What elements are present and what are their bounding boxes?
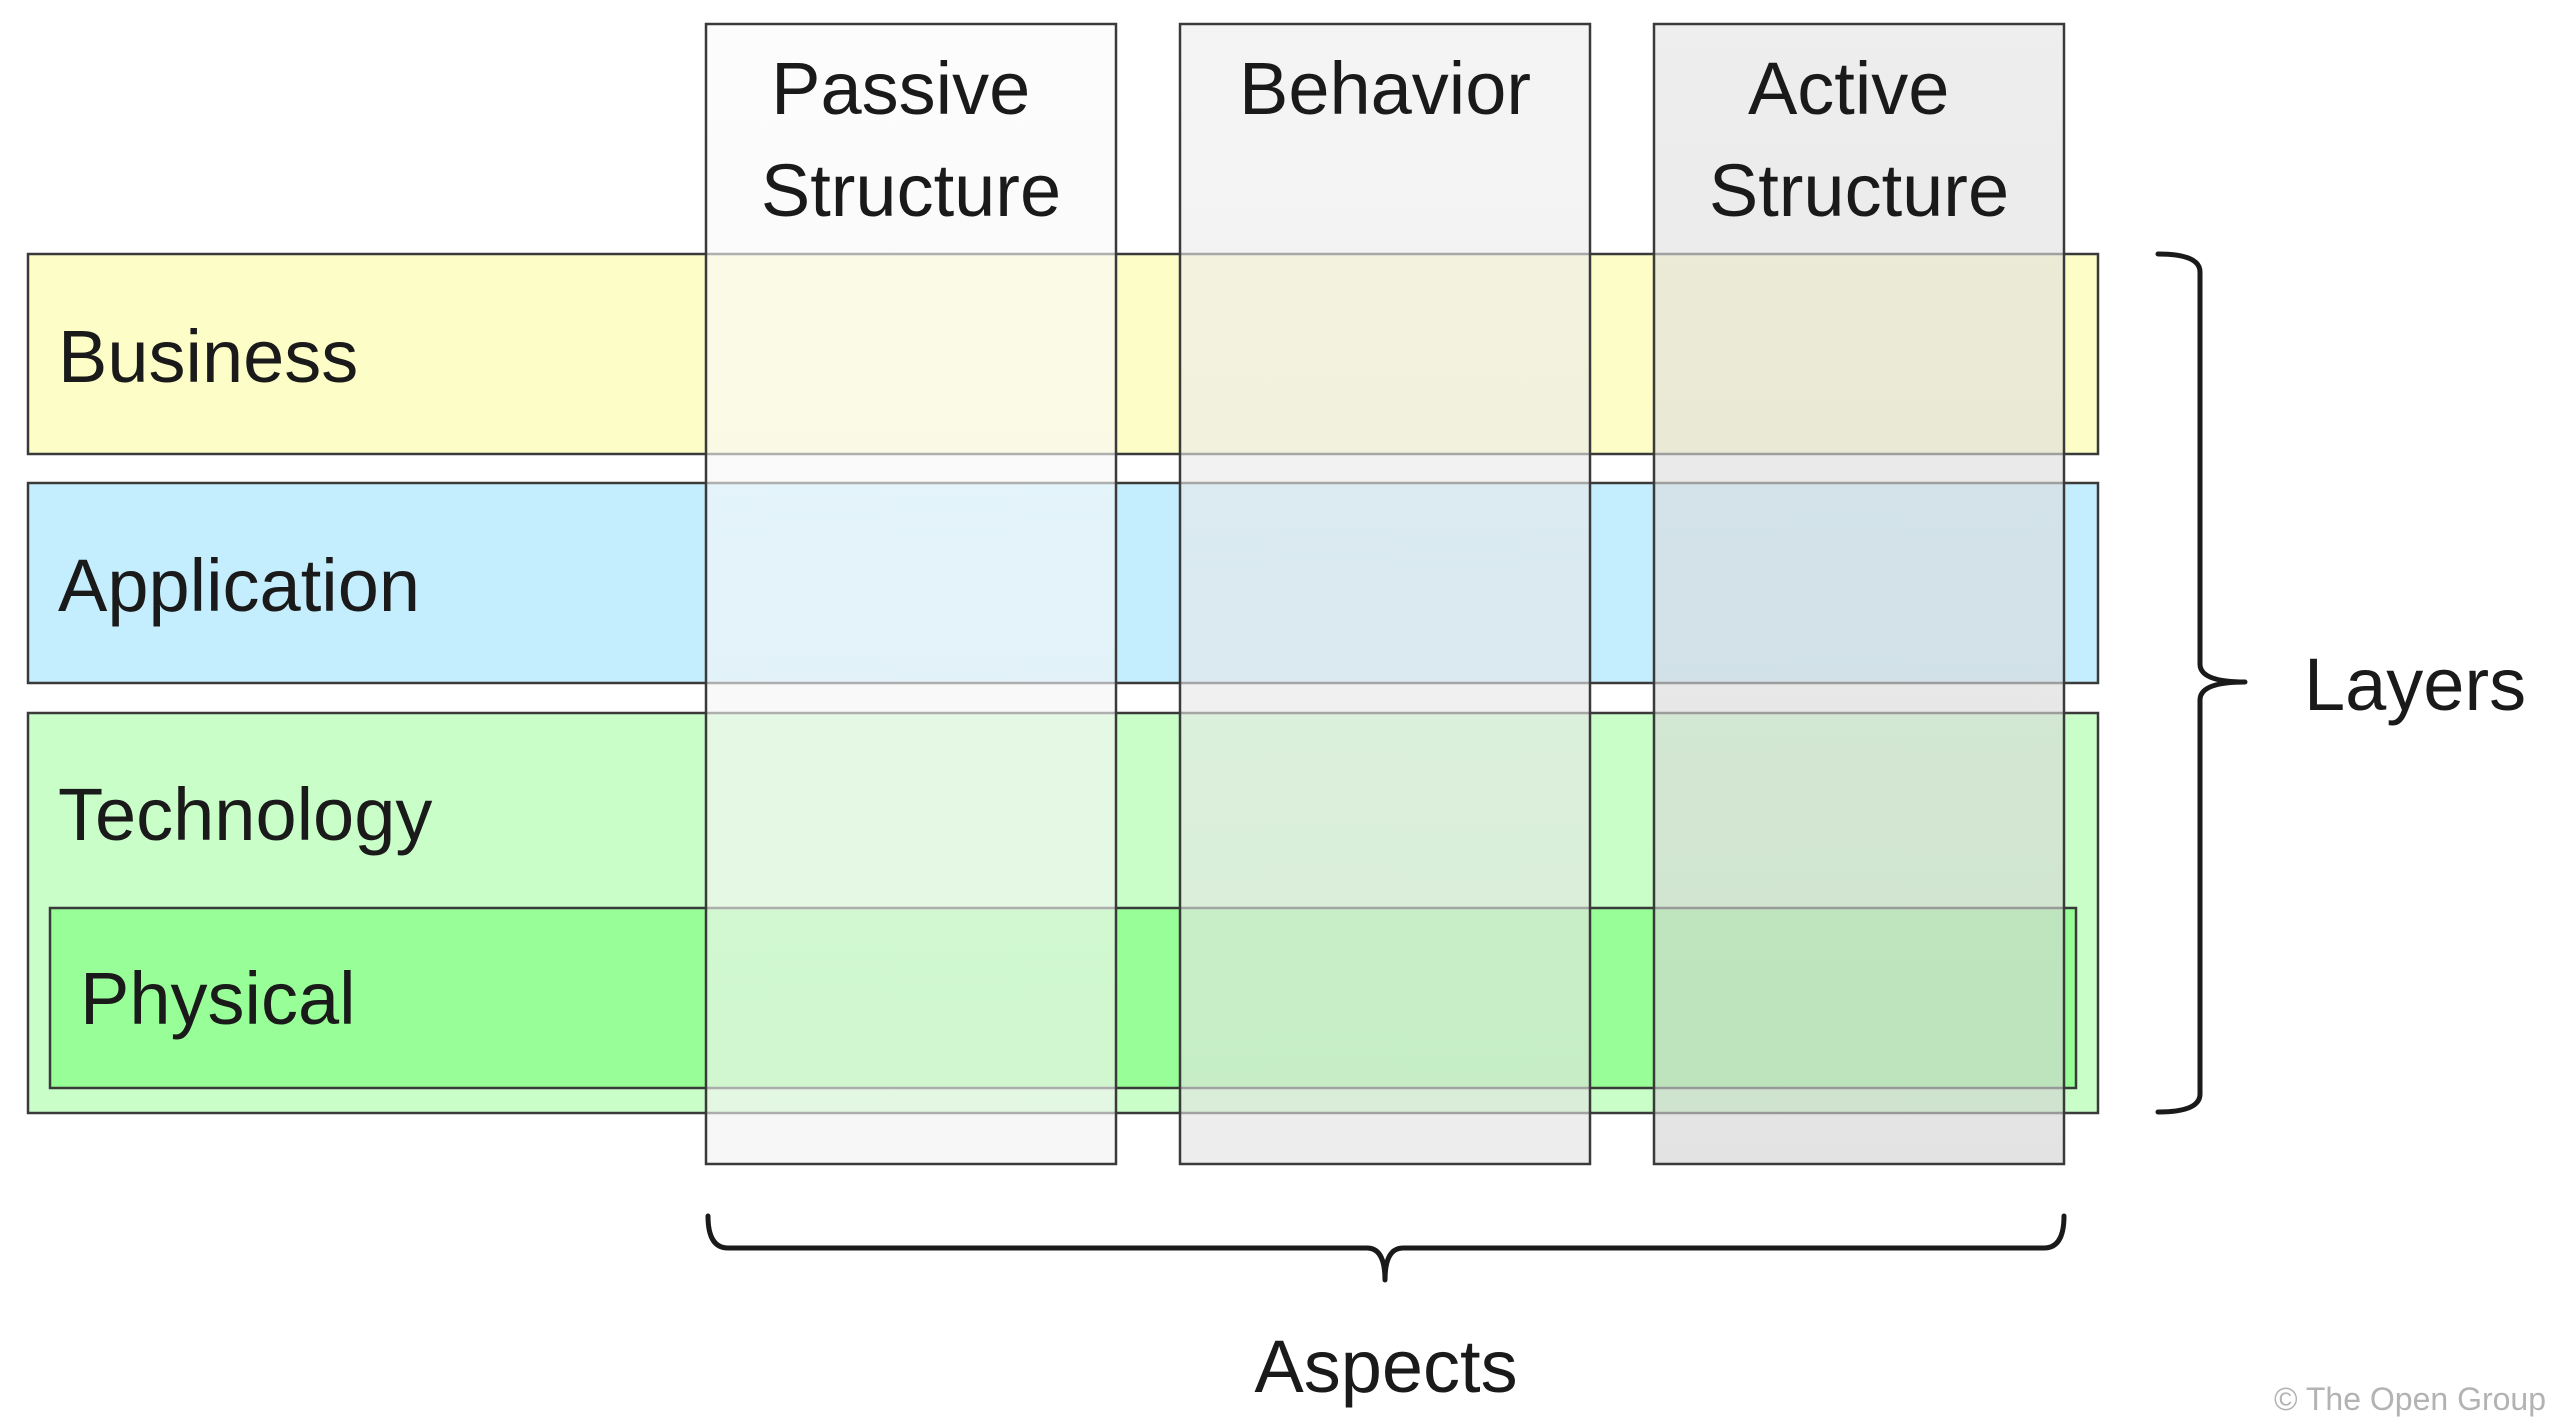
- layers-label: Layers: [2304, 643, 2526, 726]
- layers-brace: [2155, 251, 2248, 1115]
- aspect-passive-structure-label: Passive Structure: [761, 47, 1061, 232]
- aspects-label: Aspects: [1254, 1325, 1517, 1408]
- layer-technology-label: Technology: [58, 773, 432, 856]
- aspects-group: Passive Structure Behavior Active Struct…: [704, 22, 2066, 1166]
- aspect-passive-structure-column: [704, 22, 1118, 1166]
- layer-application-label: Application: [58, 544, 420, 627]
- aspects-brace-group: Aspects: [705, 1213, 2067, 1408]
- aspect-behavior-label: Behavior: [1239, 47, 1531, 130]
- copyright-notice: © The Open Group: [2274, 1381, 2546, 1417]
- aspects-brace: [705, 1213, 2067, 1283]
- layers-brace-group: Layers: [2155, 251, 2526, 1115]
- aspect-behavior-column: [1178, 22, 1592, 1166]
- aspect-active-structure-label: Active Structure: [1709, 47, 2009, 232]
- sublayer-physical-label: Physical: [80, 957, 356, 1040]
- layer-business-label: Business: [58, 315, 358, 398]
- aspect-active-structure-column: [1652, 22, 2066, 1166]
